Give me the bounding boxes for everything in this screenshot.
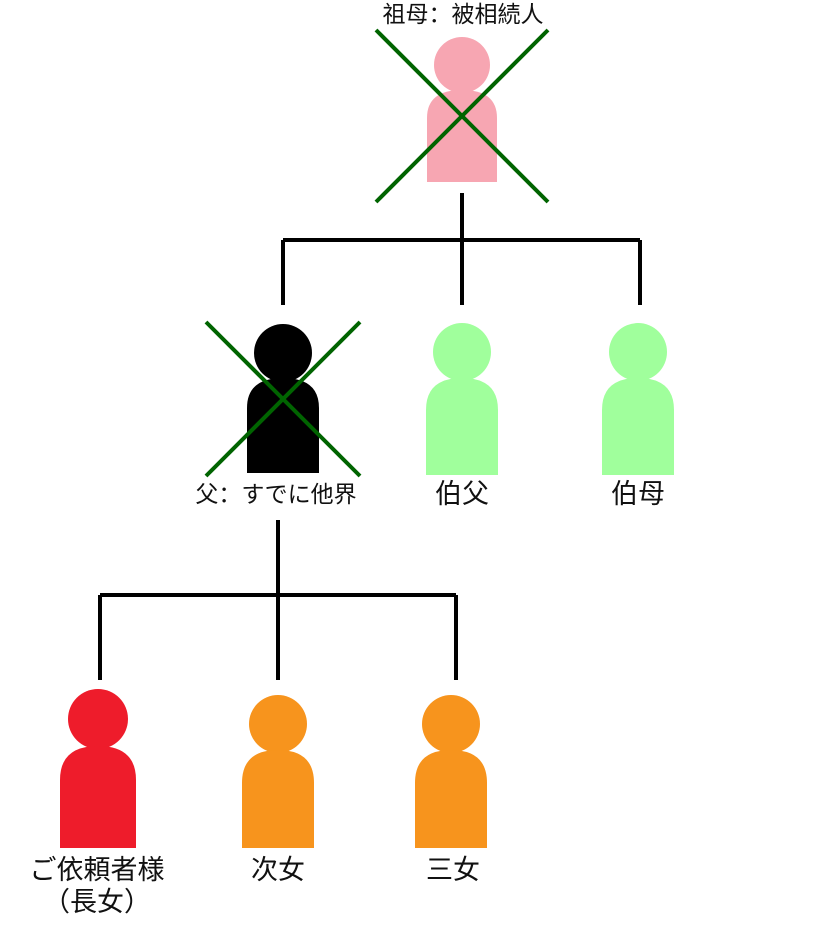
third-daughter-figure (415, 695, 487, 848)
aunt-figure (602, 323, 674, 475)
father-figure (247, 324, 319, 473)
third-daughter-body (415, 750, 487, 848)
aunt-label: 伯母 (611, 479, 665, 510)
uncle-body (426, 378, 498, 475)
grandmother-body (427, 90, 497, 182)
aunt-head (609, 323, 667, 381)
third-daughter-head (422, 695, 480, 753)
connector-lines (98, 193, 642, 680)
second-daughter-label: 次女 (251, 855, 305, 886)
uncle-head (433, 323, 491, 381)
second-daughter-figure (242, 695, 314, 848)
grandmother-label: 祖母：被相続人 (382, 2, 544, 28)
father-body (247, 378, 319, 473)
second-daughter-body (242, 750, 314, 848)
client-head (68, 689, 128, 749)
uncle-figure (426, 323, 498, 475)
grandmother-head (434, 37, 490, 93)
grandmother-figure (427, 37, 497, 182)
uncle-label: 伯父 (435, 479, 489, 510)
client-label: ご依頼者様 （長女） (8, 855, 186, 920)
second-daughter-head (249, 695, 307, 753)
father-deceased-cross (204, 320, 362, 478)
third-daughter-label: 三女 (426, 855, 480, 886)
aunt-body (602, 378, 674, 475)
client-label-line1: ご依頼者様 (29, 855, 165, 886)
client-figure (60, 689, 136, 848)
father-head (254, 324, 312, 382)
grandmother-deceased-cross (374, 28, 550, 204)
father-label: 父：すでに他界 (195, 482, 357, 508)
client-body (60, 746, 136, 848)
client-label-line2: （長女） (43, 887, 151, 919)
